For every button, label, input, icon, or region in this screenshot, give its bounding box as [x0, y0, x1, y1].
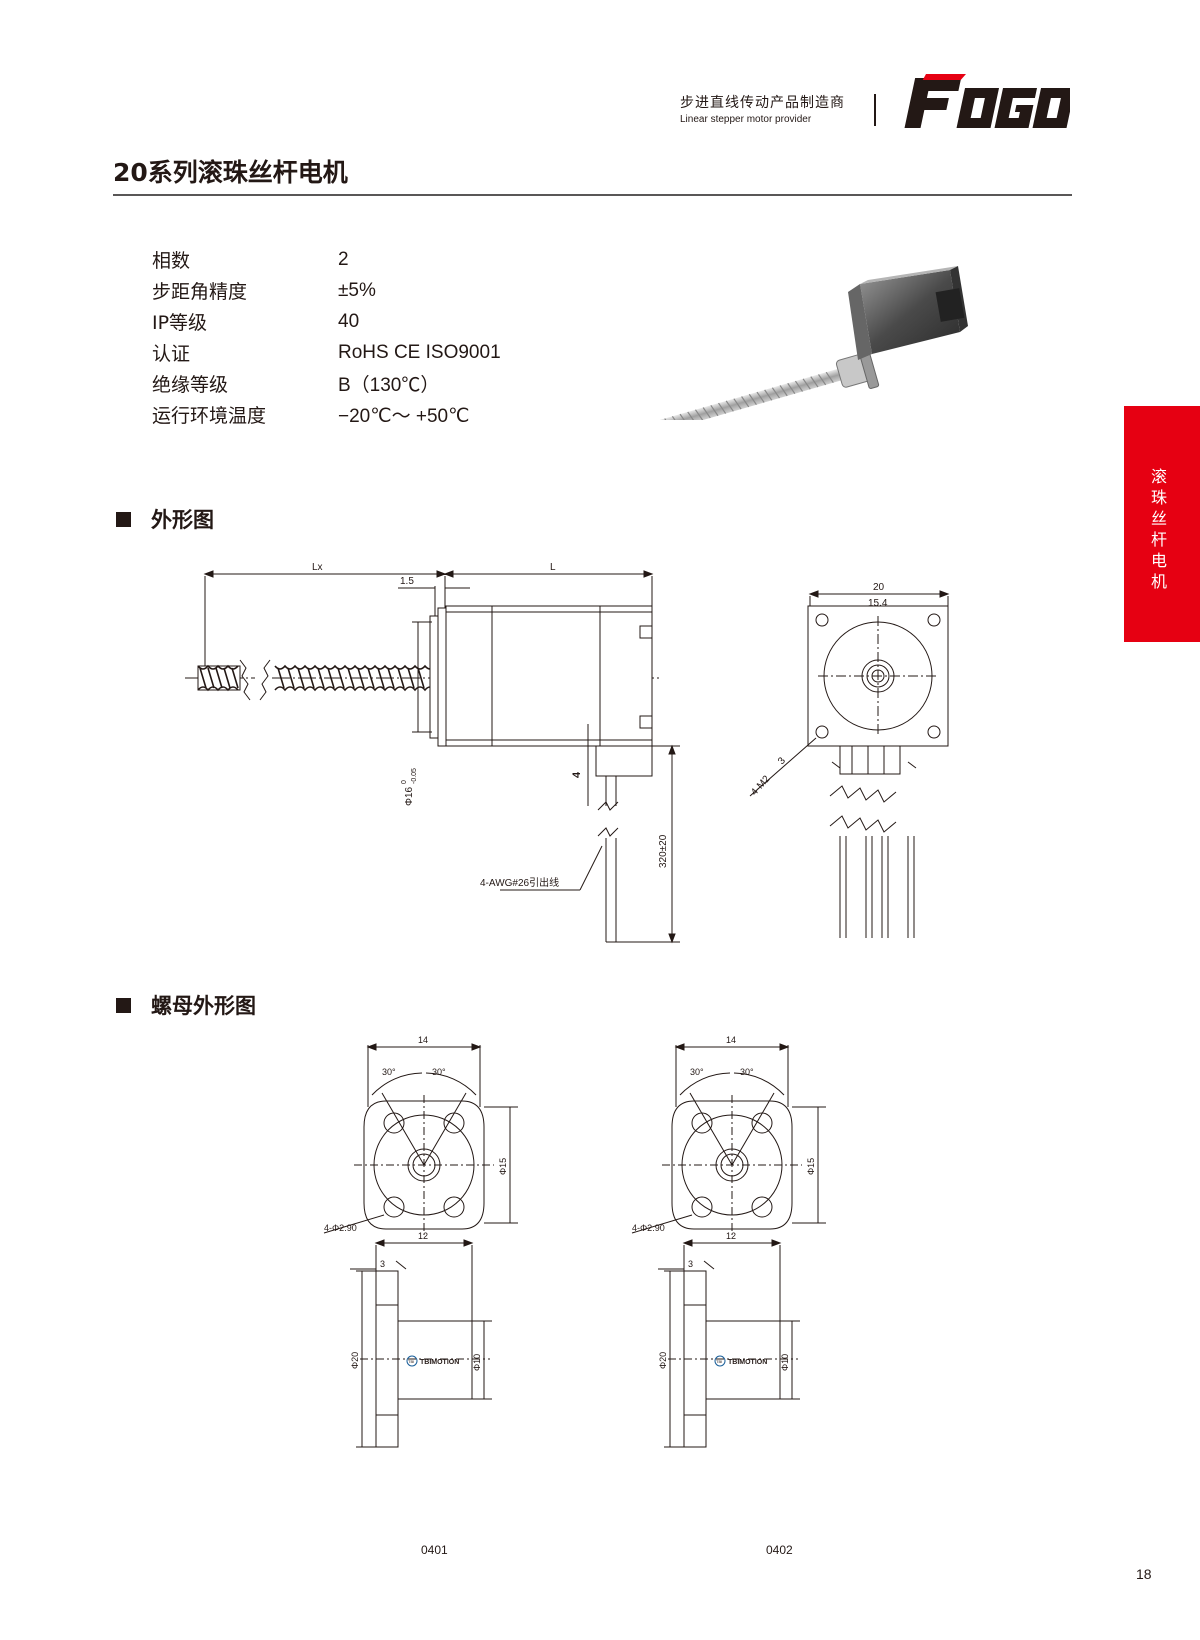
- angle-30: 30°: [740, 1067, 754, 1077]
- product-photo: [656, 266, 968, 420]
- nut-variant-0401: 14 30° 30° Φ15 4-Φ2.90 12 3: [323, 1035, 518, 1448]
- page-title: 20系列滚珠丝杆电机: [113, 158, 348, 187]
- mount-holes: 4-M2: [749, 773, 773, 798]
- angle-30: 30°: [432, 1067, 446, 1077]
- header-divider: [874, 94, 876, 126]
- dim-1-5: 1.5: [400, 576, 414, 587]
- mount-depth: 3: [776, 755, 788, 767]
- side-category-tab: [1124, 406, 1200, 642]
- brand-text: TBIMOTION: [420, 1359, 459, 1366]
- section-title: 外形图: [151, 508, 214, 532]
- spec-row: 绝缘等级 B（130℃）: [152, 368, 501, 399]
- dim-l: L: [550, 562, 556, 573]
- spec-value: RoHS CE ISO9001: [338, 341, 501, 363]
- spec-value: 40: [338, 310, 360, 332]
- spec-row: 相数 2: [152, 244, 501, 275]
- dim-3: 3: [688, 1259, 693, 1269]
- nut-outline-drawings: 14 30° 30° Φ15 4-Φ2.90 12 3: [323, 1035, 826, 1448]
- spec-row: IP等级 40: [152, 306, 501, 337]
- dim-lx: Lx: [312, 562, 323, 573]
- spec-row: 认证 RoHS CE ISO9001: [152, 337, 501, 368]
- spec-label: 运行环境温度: [152, 405, 267, 427]
- header-tagline-en: Linear stepper motor provider: [680, 114, 812, 125]
- spec-label: 认证: [152, 343, 191, 365]
- section-heading-outline: 外形图: [116, 504, 214, 534]
- dim-4: 4: [571, 771, 583, 778]
- spec-value: −20℃～ +50℃: [338, 406, 470, 427]
- page-number: 18: [1136, 1566, 1152, 1582]
- spec-row: 步距角精度 ±5%: [152, 275, 501, 306]
- dim-14: 14: [418, 1035, 428, 1045]
- section-title: 螺母外形图: [151, 994, 256, 1018]
- brand-text: TBIMOTION: [728, 1359, 767, 1366]
- dim-boss: Φ16: [404, 786, 415, 806]
- spec-table: 相数 2 步距角精度 ±5% IP等级 40 认证 RoHS CE ISO900…: [152, 244, 501, 430]
- holes-note: 4-Φ2.90: [632, 1223, 665, 1233]
- brand-mark: TBI: [716, 1359, 722, 1364]
- angle-30: 30°: [690, 1067, 704, 1077]
- side-category-label: 滚珠丝杆电机: [1150, 467, 1167, 591]
- spec-label: 步距角精度: [152, 281, 248, 303]
- spec-label: IP等级: [152, 312, 208, 334]
- dim-boss-tol-lower: -0.05: [411, 768, 418, 784]
- dim-10: Φ10: [472, 1354, 482, 1371]
- dim-3: 3: [380, 1259, 385, 1269]
- spec-value: B（130℃）: [338, 375, 440, 396]
- dim-12: 12: [726, 1231, 736, 1241]
- bullet-square-icon: [116, 511, 131, 527]
- dim-front-width: 20: [873, 582, 885, 593]
- dim-boss-tol-upper: 0: [401, 780, 408, 784]
- spec-row: 运行环境温度 −20℃～ +50℃: [152, 399, 501, 430]
- lead-note: 4-AWG#26引出线: [480, 876, 559, 889]
- dim-hole-spacing: 15.4: [868, 598, 888, 609]
- nut-variant-0402: 14 30° 30° Φ15 4-Φ2.90 12 3: [631, 1035, 826, 1448]
- spec-label: 相数: [152, 250, 191, 272]
- angle-30: 30°: [382, 1067, 396, 1077]
- brand-mark: TBI: [408, 1359, 414, 1364]
- dim-15: Φ15: [806, 1158, 816, 1175]
- dim-10: Φ10: [780, 1354, 790, 1371]
- dim-12: 12: [418, 1231, 428, 1241]
- dim-lead-length: 320±20: [658, 834, 669, 868]
- motor-outline-drawing: Lx L 1.5 Φ16 0 -0.05 4: [185, 562, 950, 944]
- dim-20: Φ20: [658, 1352, 668, 1369]
- section-heading-nut-outline: 螺母外形图: [116, 990, 256, 1020]
- fogo-logo: [904, 74, 1070, 128]
- spec-label: 绝缘等级: [152, 374, 229, 396]
- spec-value: 2: [338, 248, 349, 270]
- dim-15: Φ15: [498, 1158, 508, 1175]
- bullet-square-icon: [116, 997, 131, 1013]
- variant-label-0402: 0402: [766, 1543, 793, 1557]
- variant-label-0401: 0401: [421, 1543, 448, 1557]
- title-divider: [113, 194, 1072, 196]
- holes-note: 4-Φ2.90: [324, 1223, 357, 1233]
- header-tagline-cn: 步进直线传动产品制造商: [680, 95, 845, 111]
- spec-value: ±5%: [338, 279, 376, 301]
- dim-14: 14: [726, 1035, 736, 1045]
- dim-20: Φ20: [350, 1352, 360, 1369]
